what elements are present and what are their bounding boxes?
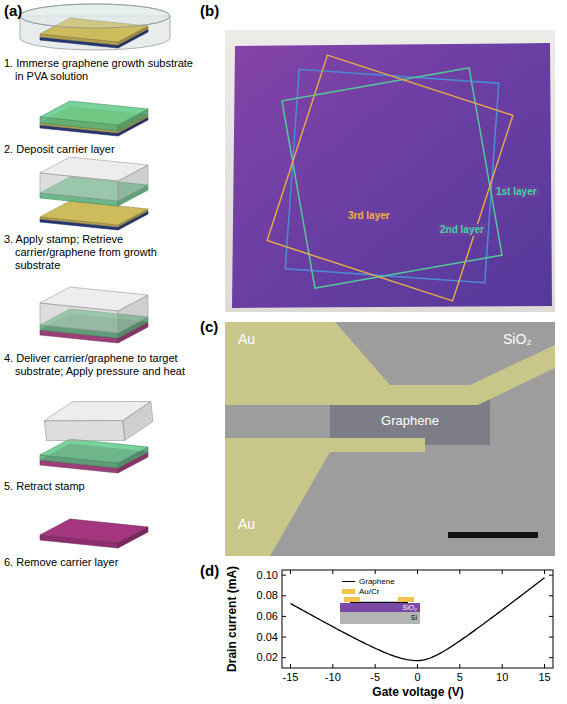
tick-mark — [282, 575, 286, 576]
legend-text: Graphene — [359, 577, 395, 586]
tick-label: 0.10 — [257, 569, 278, 582]
tick-label: 0.06 — [257, 610, 278, 623]
material-label: Au — [238, 516, 255, 532]
tick-label: 15 — [538, 671, 550, 684]
electrode-top — [225, 322, 555, 405]
panel-label: (c) — [200, 318, 218, 335]
tick-mark — [290, 664, 291, 668]
panel-label: (d) — [200, 562, 219, 579]
layer-band: Si — [340, 612, 420, 624]
slab-top — [40, 157, 148, 181]
panel-c-sem — [225, 322, 555, 556]
tick-mark — [459, 664, 460, 668]
photo-ground — [225, 30, 555, 312]
legend-text: Au/Cr — [359, 587, 379, 596]
layer-label: 3rd layer — [346, 210, 392, 222]
tick-mark — [282, 657, 286, 658]
sem-ground — [225, 322, 555, 556]
stamp-lifted — [43, 394, 155, 449]
tick-label: 0.02 — [257, 651, 278, 664]
graphene-flake — [330, 398, 490, 445]
step-2 — [40, 101, 148, 136]
axis-title: Gate voltage (V) — [372, 686, 463, 700]
scale-bar — [448, 532, 538, 538]
inset-pad — [344, 597, 360, 602]
wafer — [232, 43, 552, 308]
layer-label: 1st layer — [494, 186, 539, 198]
tick-mark — [282, 637, 286, 638]
layer-1-outline — [285, 69, 498, 282]
step-5 — [40, 394, 155, 473]
layer-band: SiO₂ — [340, 603, 420, 612]
legend-line — [342, 581, 355, 582]
tick-mark — [549, 616, 553, 617]
axis-title: Drain current (mA) — [226, 566, 240, 672]
tick-mark — [502, 664, 503, 668]
tick-label: 0.08 — [257, 589, 278, 602]
electrode-bottom — [225, 438, 425, 556]
slab-top — [40, 439, 148, 463]
slab-top — [43, 394, 153, 429]
tick-mark — [459, 570, 460, 574]
step-4 — [40, 287, 148, 343]
tick-mark — [549, 657, 553, 658]
layer-text: Si — [343, 614, 417, 622]
tick-label: 0.04 — [257, 631, 278, 644]
material-label: SiO₂ — [503, 331, 532, 347]
material-label: Graphene — [381, 414, 439, 429]
plot-frame — [282, 570, 553, 668]
panel-b-photo — [225, 30, 555, 312]
tick-mark — [282, 616, 286, 617]
panel-label: (b) — [200, 2, 219, 19]
tick-mark — [549, 595, 553, 596]
transfer-curve — [290, 578, 544, 661]
tick-mark — [417, 664, 418, 668]
step-caption: 3. Apply stamp; Retrieve carrier/graphen… — [4, 233, 202, 272]
panel-label: (a) — [4, 2, 22, 19]
tick-mark — [544, 664, 545, 668]
tick-label: -10 — [325, 671, 341, 684]
layer-text: SiO₂ — [343, 604, 417, 612]
legend-swatch — [342, 589, 355, 594]
step-caption: 4. Deliver carrier/graphene to target su… — [4, 352, 202, 378]
tick-label: 10 — [496, 671, 508, 684]
step-caption: 1. Immerse graphene growth substrate in … — [4, 57, 202, 83]
step-caption: 5. Retract stamp — [4, 480, 202, 493]
material-label: Au — [238, 331, 255, 347]
layer-label: 2nd layer — [438, 224, 486, 236]
step-caption: 2. Deposit carrier layer — [4, 143, 202, 156]
panel-d-plot — [282, 570, 553, 668]
layer-3-outline — [267, 55, 513, 301]
tick-mark — [290, 570, 291, 574]
tick-mark — [544, 570, 545, 574]
slab-top — [40, 101, 148, 125]
step-6 — [40, 519, 148, 548]
step-caption: 6. Remove carrier layer — [4, 556, 202, 569]
dish-back — [20, 4, 170, 28]
tick-mark — [375, 664, 376, 668]
tick-mark — [332, 570, 333, 574]
tick-mark — [549, 637, 553, 638]
tick-mark — [282, 595, 286, 596]
slab-top — [40, 201, 148, 225]
inset-pad — [398, 597, 414, 602]
solution-surface — [20, 4, 170, 28]
slab-top — [40, 287, 148, 311]
tick-mark — [549, 575, 553, 576]
step-3 — [40, 157, 148, 230]
tick-mark — [502, 570, 503, 574]
tick-mark — [417, 570, 418, 574]
step-1 — [20, 4, 170, 50]
tick-label: -5 — [370, 671, 380, 684]
tick-mark — [332, 664, 333, 668]
slab-top — [40, 519, 148, 543]
panel-a-illustrations — [20, 4, 170, 548]
tick-label: -15 — [283, 671, 299, 684]
tick-mark — [375, 570, 376, 574]
tick-label: 5 — [457, 671, 463, 684]
tick-label: 0 — [414, 671, 420, 684]
